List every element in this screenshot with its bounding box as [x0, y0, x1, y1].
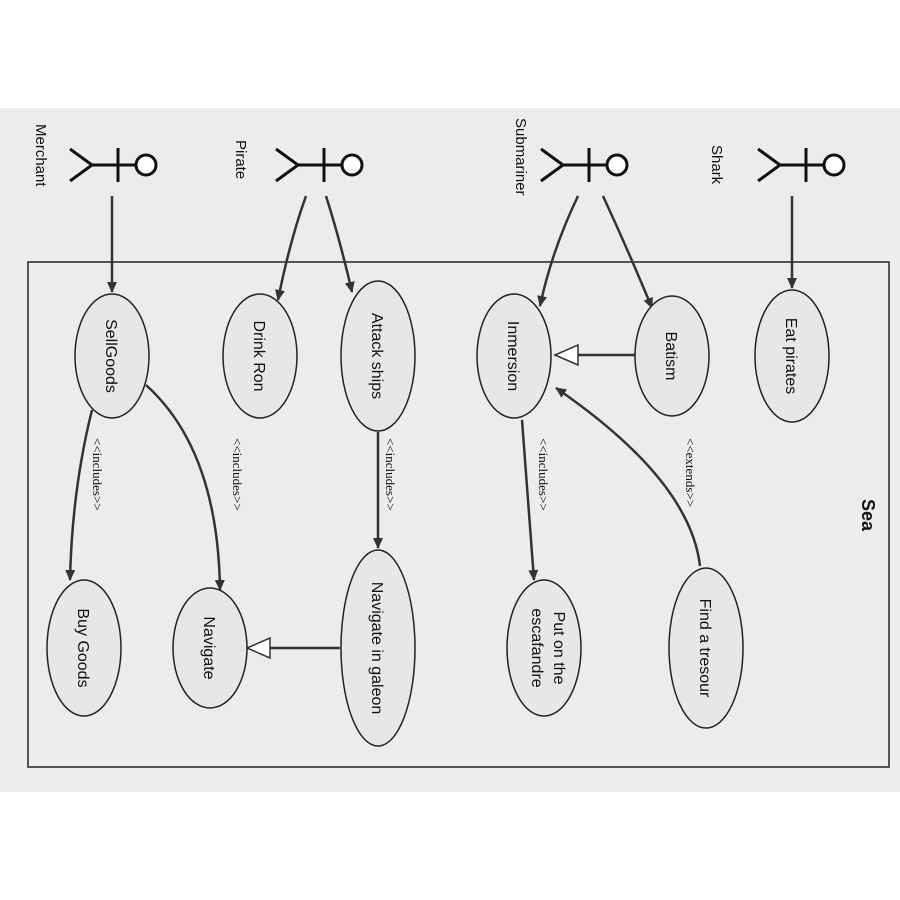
include-sell-buy: [65, 409, 94, 581]
svg-text:Drink Ron: Drink Ron: [250, 320, 267, 391]
usecase-find-tresour[interactable]: Find a tresour: [668, 567, 744, 729]
svg-text:Attack ships: Attack ships: [368, 313, 385, 399]
svg-text:Inmersion: Inmersion: [504, 321, 521, 391]
include-sell-navigate: [145, 384, 225, 591]
usecase-navigate-galeon[interactable]: Navigate in galeon: [340, 549, 416, 747]
system-title: Sea: [858, 499, 878, 532]
usecase-batism[interactable]: Batism: [634, 295, 710, 417]
actor-shark[interactable]: [757, 147, 846, 183]
assoc-pirate-drink: [275, 195, 308, 301]
usecase-drink-ron[interactable]: Drink Ron: [222, 293, 298, 419]
svg-text:Find a tresour: Find a tresour: [696, 599, 713, 698]
svg-text:Batism: Batism: [662, 332, 679, 381]
stereotype-includes-attack: <<includes>>: [383, 438, 398, 511]
actor-submariner[interactable]: [540, 147, 629, 183]
svg-text:Navigate in galeon: Navigate in galeon: [368, 582, 385, 715]
assoc-submariner-batism: [601, 195, 654, 309]
usecase-immersion[interactable]: Inmersion: [476, 293, 552, 419]
actor-label-pirate: Pirate: [232, 140, 249, 179]
usecase-attack-ships[interactable]: Attack ships: [340, 280, 416, 432]
usecase-put-on-escafandre[interactable]: Put on the escafandre: [506, 579, 582, 717]
actor-pirate[interactable]: [275, 147, 364, 183]
svg-text:escafandre: escafandre: [528, 608, 545, 687]
usecase-buy-goods[interactable]: Buy Goods: [46, 579, 122, 717]
system-boundary: [27, 261, 890, 768]
stereotype-includes-sell-navigate: <<includes>>: [230, 438, 245, 511]
stereotype-includes-sell-buy: <<includes>>: [90, 438, 105, 511]
svg-text:Buy Goods: Buy Goods: [74, 608, 91, 687]
assoc-submariner-immersion: [537, 195, 580, 307]
svg-text:SellGoods: SellGoods: [102, 319, 119, 393]
actor-label-submariner: Submariner: [512, 118, 529, 196]
actor-label-shark: Shark: [708, 145, 725, 185]
include-immersion-put-on: [520, 419, 539, 581]
stereotype-includes-immersion: <<includes>>: [536, 438, 551, 511]
svg-text:Eat pirates: Eat pirates: [782, 318, 799, 394]
usecase-eat-pirates[interactable]: Eat pirates: [754, 289, 830, 423]
stereotype-extends-tresour: <<extends>>: [683, 438, 698, 507]
actor-label-merchant: Merchant: [32, 124, 49, 187]
extend-tresour-immersion: [555, 386, 702, 567]
svg-text:Put on the: Put on the: [550, 612, 567, 685]
usecase-sell-goods[interactable]: SellGoods: [74, 293, 150, 419]
actor-merchant[interactable]: [69, 147, 158, 183]
assoc-pirate-attack: [324, 195, 355, 293]
svg-text:Navigate: Navigate: [200, 616, 217, 679]
usecase-navigate[interactable]: Navigate: [172, 587, 248, 709]
